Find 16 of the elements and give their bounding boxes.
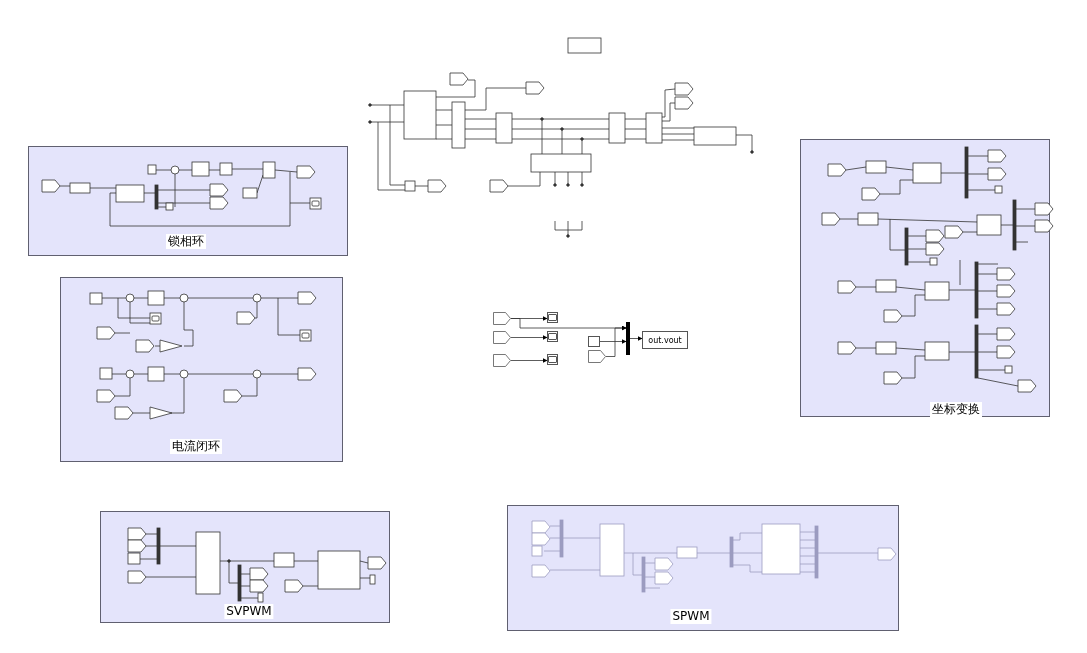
subsystem-caption: 电流闭环: [170, 439, 222, 454]
subsystem-caption: SVPWM: [224, 604, 274, 619]
scope-block: [547, 354, 558, 365]
goto-tag: [493, 354, 511, 367]
goto-tag: [588, 350, 606, 363]
scope-block: [547, 331, 558, 342]
subsystem-panel: [60, 277, 343, 462]
subsystem-caption: 坐标变换: [930, 402, 982, 417]
subsystem-caption: 锁相环: [166, 234, 206, 249]
scope-block: [547, 312, 558, 323]
constant-block: [588, 336, 600, 347]
goto-tag: [493, 312, 511, 325]
workspace-block: out.vout: [642, 331, 688, 349]
mux-bar: [626, 322, 630, 355]
subsystem-caption: SPWM: [670, 609, 712, 624]
goto-tag: [493, 331, 511, 344]
